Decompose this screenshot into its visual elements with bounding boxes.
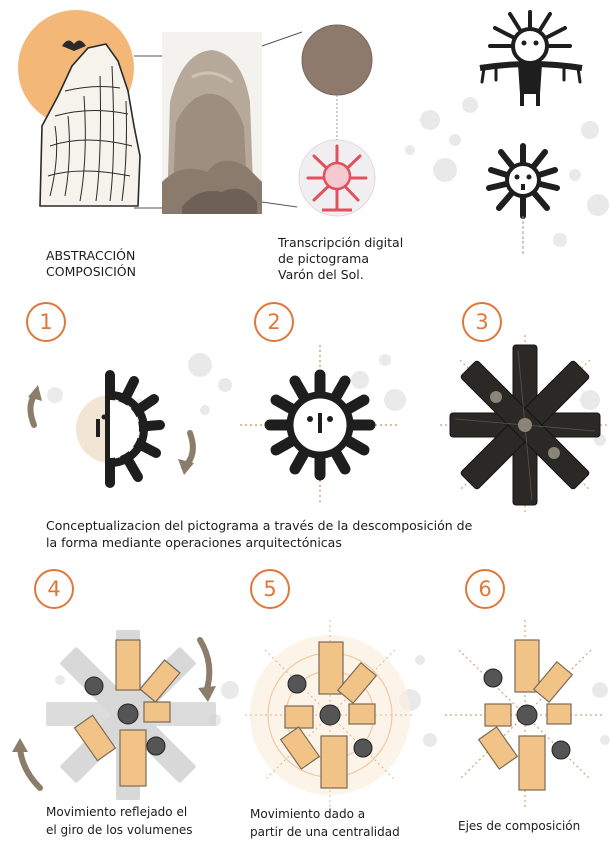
step-6-diagram (445, 620, 605, 810)
caption-5-line1: Movimiento dado a (250, 807, 366, 821)
step-5-badge: 5 (250, 569, 290, 609)
transcription-line1: Transcripción digital (278, 235, 404, 250)
caption-6: Ejes de composición (458, 819, 581, 833)
step-1-badge: 1 (26, 302, 66, 342)
step-2-badge: 2 (254, 302, 294, 342)
step-3-diagram (440, 335, 610, 515)
step-6-badge: 6 (465, 569, 505, 609)
step-1-diagram (27, 370, 196, 488)
caption-5-line2: partir de una centralidad (250, 825, 400, 839)
caption-4-line2: el giro de los volumenes (46, 823, 193, 837)
step-4-diagram (12, 630, 216, 800)
rock-photo (162, 31, 303, 214)
caption-line1: Conceptualizacion del pictograma a travé… (46, 518, 473, 533)
abstraction-label: ABSTRACCIÓN (46, 248, 136, 263)
sun-sketch-illustration (18, 10, 166, 209)
pictogram-zoom-circles (298, 24, 376, 217)
caption-line2: la forma mediante operaciones arquitectó… (46, 535, 342, 550)
pictogram-sun-face (486, 143, 560, 219)
transcription-line3: Varón del Sol. (278, 267, 364, 282)
composition-label: COMPOSICIÓN (46, 264, 136, 279)
transcription-line2: de pictograma (278, 251, 369, 266)
step-2-diagram (240, 345, 400, 505)
vertical-axis-line (522, 216, 524, 256)
step-3-badge: 3 (462, 302, 502, 342)
step-5-diagram (245, 620, 415, 810)
step-4-badge: 4 (34, 569, 74, 609)
caption-4-line1: Movimiento reflejado el (46, 805, 188, 819)
pictogram-full-figure (479, 10, 583, 106)
